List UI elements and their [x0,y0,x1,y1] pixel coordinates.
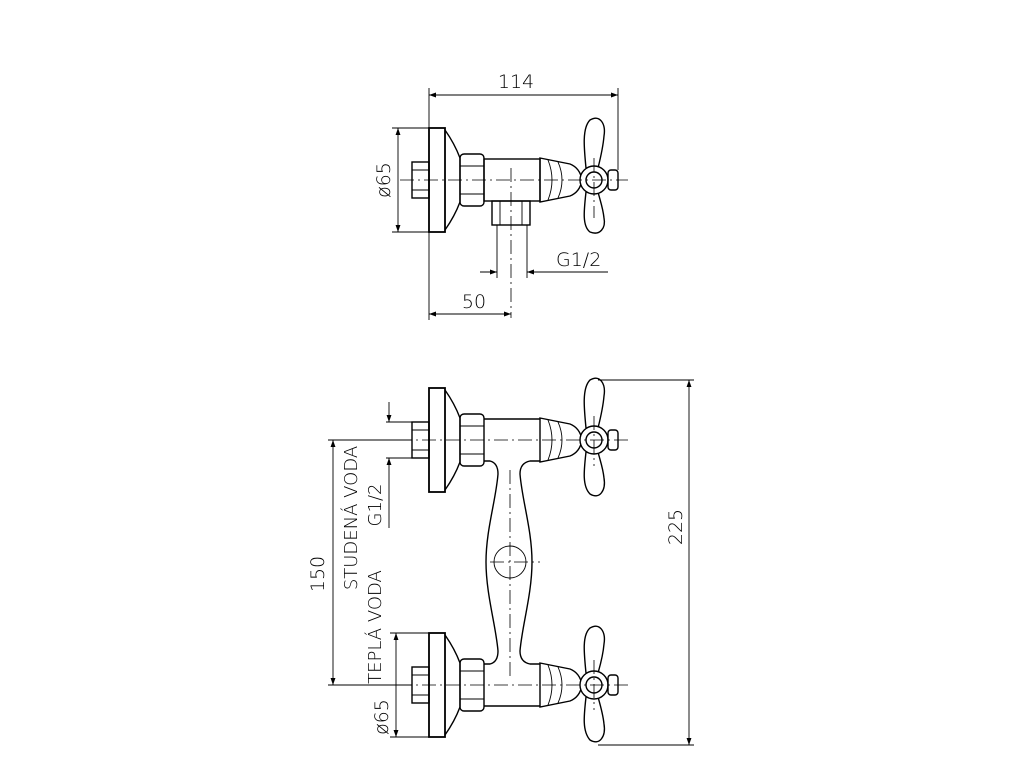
front-cold-water-label: STUDENÁ VODA [340,446,362,590]
front-hot-water-note: TEPLÁ VODA [364,570,386,684]
front-upper-valve [459,413,583,475]
top-dim-thread: G1/2 [480,249,608,275]
front-lower-valve [459,650,583,712]
top-dim-offset: 50 [428,232,511,320]
top-dim-width-label: 114 [498,71,534,93]
front-view: 150 STUDENÁ VODA G1/2 TEPLÁ VODA ø65 [307,377,694,746]
front-dim-height: 225 [598,379,694,746]
front-upper-handle [579,377,619,497]
top-cross-handle [579,117,619,234]
front-cold-thread-label: G1/2 [365,484,386,527]
top-view: 114 ø65 G1/2 50 [373,71,628,320]
top-dim-diameter-label: ø65 [373,162,395,198]
front-hot-water-label: TEPLÁ VODA [364,570,386,684]
top-dim-diameter: ø65 [373,127,429,233]
front-dim-diameter: ø65 [371,632,429,738]
front-vertical-body [485,473,533,652]
front-dim-spacing: 150 [307,439,412,686]
front-cold-water-note: STUDENÁ VODA G1/2 [340,402,412,590]
front-lower-handle [579,625,619,743]
top-dim-thread-label: G1/2 [556,249,601,271]
front-dim-spacing-label: 150 [307,556,329,592]
front-dim-height-label: 225 [665,509,687,545]
front-dim-diameter-label: ø65 [371,699,393,735]
top-dim-width: 114 [428,71,619,170]
top-dim-offset-label: 50 [462,291,486,313]
